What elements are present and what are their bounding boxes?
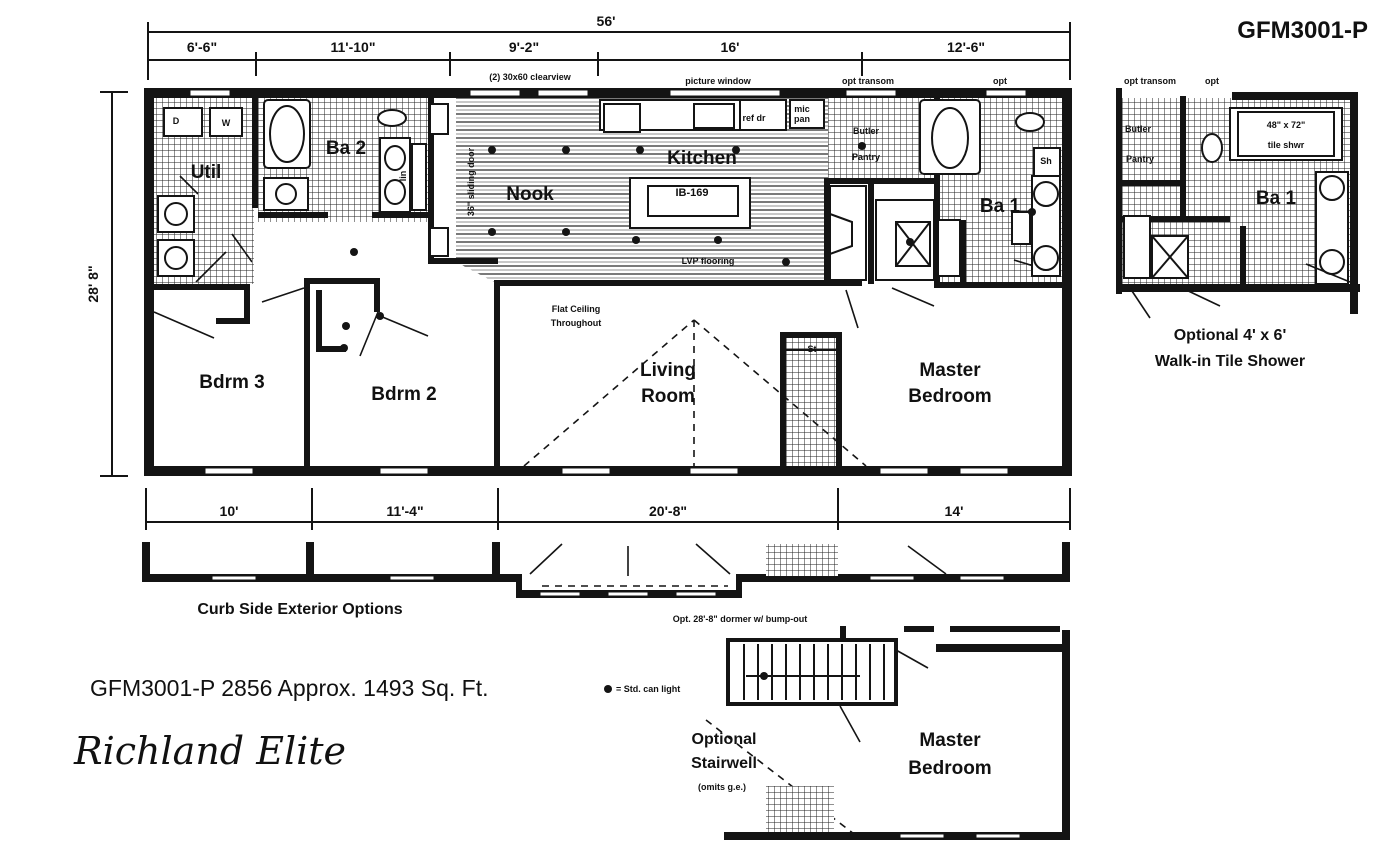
model-code: GFM3001-P <box>1237 17 1368 44</box>
dim-top-2: 11'-10" <box>330 39 375 55</box>
sliding-door-note: 36" sliding door <box>466 147 476 216</box>
plan-title: GFM3001-P 2856 Approx. 1493 Sq. Ft. <box>90 675 488 701</box>
dim-bottom-2: 11'-4" <box>386 503 423 519</box>
room-bedroom3: Bdrm 3 <box>199 372 264 393</box>
shower-sh-label: Sh <box>1040 156 1052 166</box>
can-lights <box>340 142 1036 352</box>
main-plan <box>144 88 1072 476</box>
dim-top-1: 6'-6" <box>187 39 217 55</box>
clearview-note: (2) 30x60 clearview <box>489 72 572 82</box>
overall-depth-label: 28' 8" <box>85 265 101 302</box>
stairwell-option: Opt. 28'-8" dormer w/ bump-out Opt <box>673 614 1070 840</box>
room-bedroom2: Bdrm 2 <box>371 384 436 405</box>
curb-side-caption: Curb Side Exterior Options <box>197 601 402 618</box>
pan-label: pan <box>794 114 810 124</box>
depth-dimension: 28' 8" <box>85 91 128 477</box>
lvp-note: LVP flooring <box>682 256 735 266</box>
room-master-line2: Bedroom <box>908 386 991 407</box>
shower-option-inset: opt transom opt Butler Pantry 48" x 72" … <box>1116 76 1360 370</box>
flat-ceiling-line1: Flat Ceiling <box>552 304 601 314</box>
washer-label: W <box>222 118 231 128</box>
dim-bottom-3: 20'-8" <box>649 503 687 519</box>
flat-ceiling-line2: Throughout <box>551 318 601 328</box>
room-living-line1: Living <box>640 360 696 381</box>
inset-shower-type: tile shwr <box>1268 140 1305 150</box>
room-utility: Util <box>191 162 222 183</box>
stair-st-label: St <box>808 344 817 354</box>
room-kitchen: Kitchen <box>667 148 737 169</box>
dim-bottom-4: 14' <box>945 503 964 519</box>
inset-caption-line1: Optional 4' x 6' <box>1174 327 1287 344</box>
refer-label: ref dr <box>742 113 766 123</box>
dim-top-3: 9'-2" <box>509 39 539 55</box>
room-living-line2: Room <box>641 386 695 407</box>
curb-side-elevation: Curb Side Exterior Options <box>142 542 1070 618</box>
can-light-legend: = Std. can light <box>616 684 680 694</box>
main-plan-labels: (2) 30x60 clearview picture window opt t… <box>173 72 1052 407</box>
island-label: IB-169 <box>675 187 708 199</box>
inset-opt: opt <box>1205 76 1219 86</box>
stairwell-label-line1: Optional <box>692 731 757 748</box>
stairwell-master-line1: Master <box>919 730 981 751</box>
opt-note: opt <box>993 76 1007 86</box>
room-master-line1: Master <box>919 360 981 381</box>
stairwell-label-line2: Stairwell <box>691 755 757 772</box>
dim-top-4: 16' <box>721 39 740 55</box>
top-dimensions: 56' 6'-6" 11'-10" 9'-2" 16' 12'-6" <box>147 13 1071 80</box>
room-bath2: Ba 2 <box>326 138 366 159</box>
overall-width-label: 56' <box>597 13 616 29</box>
stairwell-master-line2: Bedroom <box>908 758 991 779</box>
can-light-legend-icon <box>604 685 612 693</box>
micro-label: mic <box>794 104 810 114</box>
bottom-dimensions: 10' 11'-4" 20'-8" 14' <box>145 488 1071 530</box>
bath2-lin-note: lin <box>398 171 408 182</box>
stairwell-label-line3: (omits g.e.) <box>698 782 746 792</box>
room-bath1: Ba 1 <box>980 196 1021 217</box>
stair-treads <box>743 644 885 700</box>
dim-top-5: 12'-6" <box>947 39 985 55</box>
inset-caption-line2: Walk-in Tile Shower <box>1155 353 1305 370</box>
pantry-label: Pantry <box>852 152 880 162</box>
inset-shower-size: 48" x 72" <box>1267 120 1306 130</box>
footer: GFM3001-P 2856 Approx. 1493 Sq. Ft. = St… <box>73 675 680 773</box>
butler-label: Butler <box>853 126 880 136</box>
series-name: Richland Elite <box>73 729 346 773</box>
opt-transom-note: opt transom <box>842 76 894 86</box>
inset-bath-label: Ba 1 <box>1256 188 1297 209</box>
picture-window-note: picture window <box>685 76 752 86</box>
inset-butler: Butler <box>1125 124 1152 134</box>
inset-opt-transom: opt transom <box>1124 76 1176 86</box>
inset-pantry: Pantry <box>1126 154 1154 164</box>
dormer-note: Opt. 28'-8" dormer w/ bump-out <box>673 614 807 624</box>
dim-bottom-1: 10' <box>220 503 239 519</box>
stair-floor-tile <box>780 338 842 470</box>
dryer-label: D <box>173 116 180 126</box>
room-nook: Nook <box>506 184 554 205</box>
